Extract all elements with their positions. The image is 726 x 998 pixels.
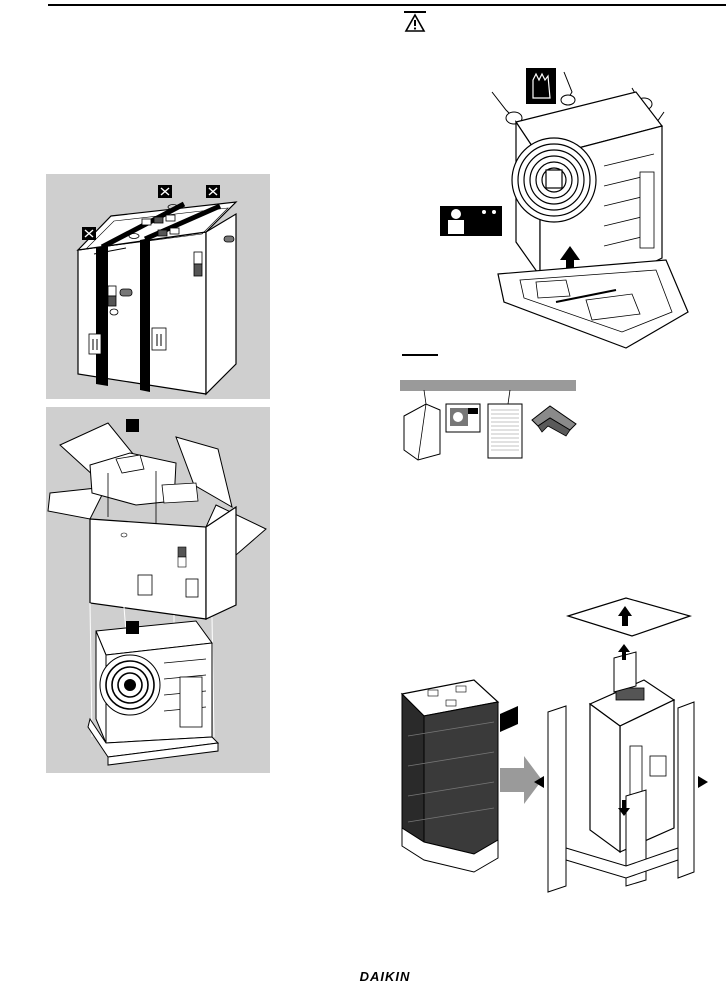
warning-icon xyxy=(404,12,426,34)
box-unpacking-illustration xyxy=(46,407,270,773)
unit-lift-illustration xyxy=(436,62,696,352)
accessories-illustration xyxy=(400,390,580,460)
scissors-icon xyxy=(206,185,220,198)
indoor-unit-unpacking-illustration xyxy=(400,596,726,896)
figure-box-strapped xyxy=(46,174,270,399)
section-rule xyxy=(402,354,438,356)
wedge-piece-icon xyxy=(532,406,576,436)
top-rule xyxy=(48,4,726,6)
callout-box-1 xyxy=(126,419,139,432)
label-sheet-icon xyxy=(488,404,522,458)
manual-booklet-icon xyxy=(404,404,440,460)
scissors-icon xyxy=(158,185,172,198)
box-strapped-illustration xyxy=(46,174,270,399)
brand-logo: DAIKIN xyxy=(355,969,415,984)
card-icon xyxy=(446,404,480,432)
gloves-icon xyxy=(526,68,556,104)
two-persons-icon xyxy=(440,206,502,236)
callout-box-2 xyxy=(126,621,139,634)
figure-box-unpacking xyxy=(46,407,270,773)
scissors-icon xyxy=(82,227,96,240)
